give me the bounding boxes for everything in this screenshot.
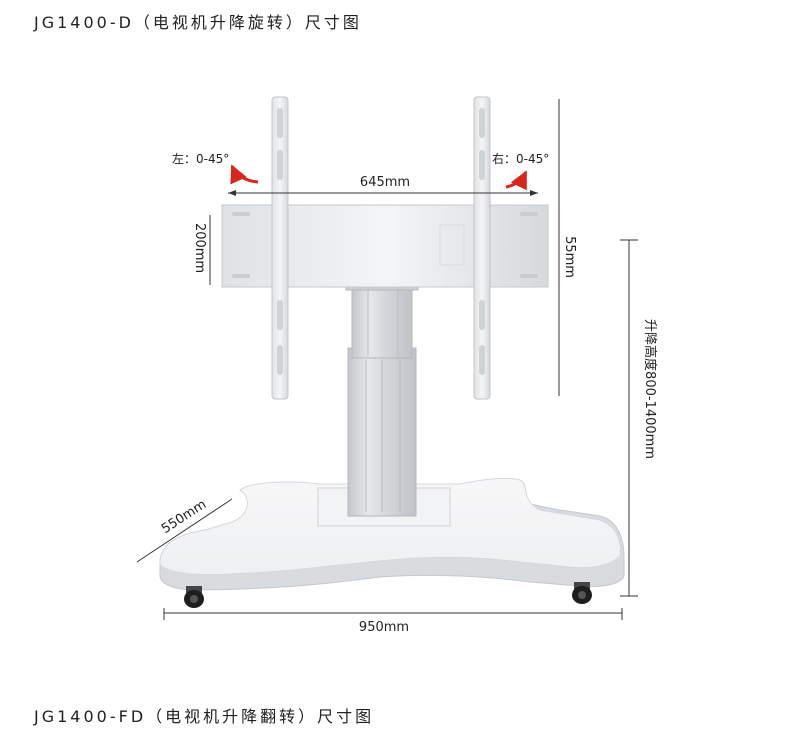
rotate-left-arrow-icon xyxy=(230,164,259,185)
dimension-lift-height: 升降高度800-1400mm xyxy=(620,239,658,597)
top-clearance-label: 55mm xyxy=(562,236,577,278)
base-plate xyxy=(159,477,625,591)
dimension-top-clearance: 55mm xyxy=(558,99,577,396)
vesa-bracket-right xyxy=(473,96,491,400)
product-title-rotation: JG1400-D（电视机升降旋转）尺寸图 xyxy=(34,13,362,32)
base-width-label: 950mm xyxy=(359,620,409,635)
left-rotation-label: 左：0-45° xyxy=(172,151,229,166)
vesa-bracket-left xyxy=(271,96,289,400)
dimension-bracket-height: 200mm xyxy=(192,215,211,285)
lift-column xyxy=(345,283,419,517)
bracket-width-label: 645mm xyxy=(360,175,410,190)
caster-wheel-left xyxy=(184,586,204,608)
product-title-flip: JG1400-FD（电视机升降翻转）尺寸图 xyxy=(34,707,375,726)
dimension-bracket-width: 645mm xyxy=(228,175,538,196)
mounting-plate xyxy=(221,204,549,288)
caster-wheel-right xyxy=(572,582,592,604)
dimension-base-width: 950mm xyxy=(163,608,623,635)
bracket-height-label: 200mm xyxy=(192,223,207,273)
right-rotation-label: 右：0-45° xyxy=(492,151,549,166)
rotate-right-arrow-icon xyxy=(505,170,528,191)
lift-height-label: 升降高度800-1400mm xyxy=(642,319,658,459)
